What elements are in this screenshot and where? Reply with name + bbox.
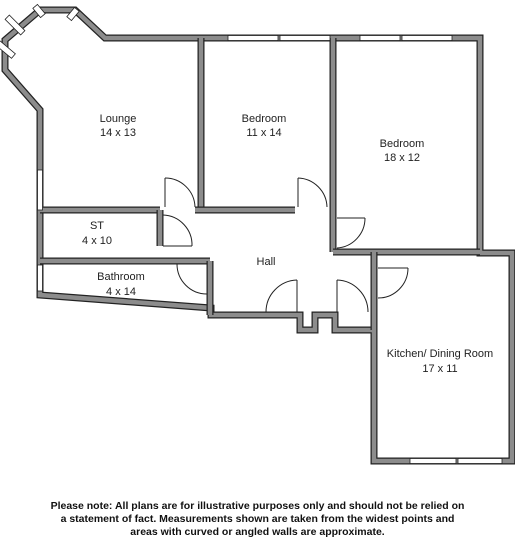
room-bedroom-1: Bedroom 11 x 14: [242, 113, 287, 139]
disclaimer-line: areas with curved or angled walls are ap…: [130, 526, 385, 538]
disclaimer-line: a statement of fact. Measurements shown …: [60, 513, 455, 525]
room-size: 11 x 14: [246, 127, 281, 139]
room-size: 14 x 13: [100, 127, 136, 139]
room-name: Bedroom: [242, 113, 287, 125]
room-name: ST: [90, 220, 104, 232]
room-kitchen: Kitchen/ Dining Room 17 x 11: [387, 348, 493, 375]
room-name: Lounge: [100, 113, 137, 125]
room-size: 4 x 10: [82, 235, 112, 247]
room-size: 17 x 11: [422, 363, 457, 375]
room-name: Kitchen/ Dining Room: [387, 348, 493, 360]
room-bathroom: Bathroom 4 x 14: [97, 271, 145, 298]
doors: [162, 177, 409, 313]
room-hall: Hall: [257, 256, 276, 268]
room-size: 4 x 14: [106, 286, 136, 298]
room-name: Hall: [257, 256, 276, 268]
room-size: 18 x 12: [384, 152, 420, 164]
room-bedroom-2: Bedroom 18 x 12: [380, 138, 425, 164]
room-name: Bathroom: [97, 271, 145, 283]
walls: [1, 6, 515, 465]
room-name: Bedroom: [380, 138, 425, 150]
room-storage: ST 4 x 10: [82, 220, 112, 247]
windows: [0, 3, 503, 464]
disclaimer-note: Please note: All plans are for illustrat…: [20, 500, 495, 539]
disclaimer-line: Please note: All plans are for illustrat…: [50, 500, 465, 512]
room-lounge: Lounge 14 x 13: [100, 113, 137, 139]
